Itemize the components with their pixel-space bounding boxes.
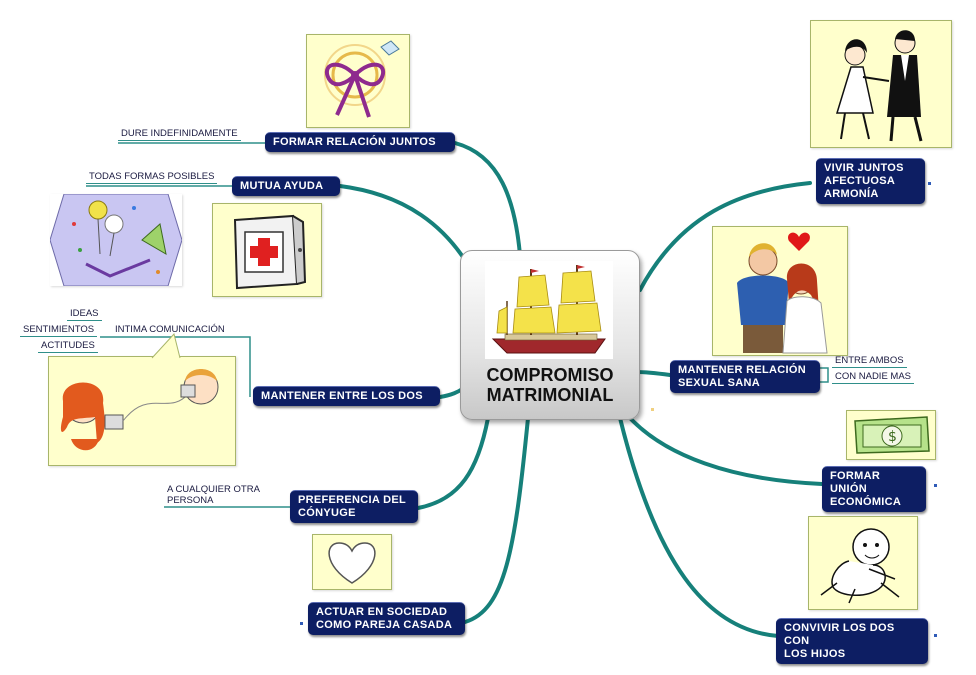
sailing-ship-image bbox=[485, 261, 613, 359]
node-actuar-sociedad[interactable]: ACTUAR EN SOCIEDAD COMO PAREJA CASADA bbox=[308, 602, 465, 635]
collapse-dot[interactable] bbox=[934, 634, 937, 637]
branch-mutua-ayuda bbox=[338, 184, 467, 262]
sub-label: DURE INDEFINIDAMENTE bbox=[121, 128, 238, 139]
node-preferencia-conyuge[interactable]: PREFERENCIA DEL CÓNYUGE bbox=[290, 490, 418, 523]
collapse-dot[interactable] bbox=[928, 182, 931, 185]
node-label-line2: COMO PAREJA CASADA bbox=[316, 619, 453, 631]
baby-crawling-image bbox=[808, 516, 918, 610]
decorative-dot bbox=[651, 408, 654, 411]
node-label-line2: SEXUAL SANA bbox=[678, 377, 760, 389]
sub-label-line2: PERSONA bbox=[167, 495, 214, 506]
sub-cualquier-persona[interactable]: A CUALQUIER OTRA PERSONA bbox=[164, 484, 263, 507]
node-label-line1: MANTENER RELACIÓN bbox=[678, 364, 806, 376]
node-mutua-ayuda[interactable]: MUTUA AYUDA bbox=[232, 176, 340, 196]
node-label-line2: CÓNYUGE bbox=[298, 507, 356, 519]
party-image bbox=[50, 194, 182, 286]
tin-can-phone-image bbox=[48, 356, 236, 466]
branch-formar-relacion bbox=[453, 141, 522, 257]
first-aid-kit-image bbox=[212, 203, 322, 297]
heart-image bbox=[312, 534, 392, 590]
node-label-line3: ARMONÍA bbox=[824, 188, 879, 200]
node-label-line2: ECONÓMICA bbox=[830, 496, 902, 508]
collapse-dot[interactable] bbox=[934, 484, 937, 487]
node-label: FORMAR RELACIÓN JUNTOS bbox=[273, 136, 436, 148]
node-union-economica[interactable]: FORMAR UNIÓN ECONÓMICA bbox=[822, 466, 926, 512]
central-title-line1: COMPROMISO bbox=[486, 365, 614, 385]
branch-actuar bbox=[463, 416, 530, 624]
sub-label: INTIMA COMUNICACIÓN bbox=[115, 324, 225, 335]
node-label-line1: PREFERENCIA DEL bbox=[298, 494, 406, 506]
node-convivir-hijos[interactable]: CONVIVIR LOS DOS CON LOS HIJOS bbox=[776, 618, 928, 664]
node-label-line1: ACTUAR EN SOCIEDAD bbox=[316, 606, 448, 618]
node-label-line2: AFECTUOSA bbox=[824, 175, 896, 187]
sub-con-nadie-mas[interactable]: CON NADIE MAS bbox=[832, 371, 915, 384]
sub-label: ACTITUDES bbox=[41, 340, 95, 351]
sub-label: TODAS FORMAS POSIBLES bbox=[89, 171, 215, 182]
node-vivir-juntos[interactable]: VIVIR JUNTOS AFECTUOSA ARMONÍA bbox=[816, 158, 925, 204]
couple-hug-image bbox=[712, 226, 848, 356]
svg-text:$: $ bbox=[888, 429, 897, 445]
node-label: MANTENER ENTRE LOS DOS bbox=[261, 390, 423, 402]
node-label-line1: VIVIR JUNTOS bbox=[824, 162, 904, 174]
money-bill-image: $ bbox=[846, 410, 936, 460]
branch-hijos bbox=[618, 416, 780, 638]
speech-bubble-pointer bbox=[151, 332, 181, 359]
node-mantener-entre[interactable]: MANTENER ENTRE LOS DOS bbox=[253, 386, 440, 406]
ribbon-bow-image bbox=[306, 34, 410, 128]
node-label-line2: LOS HIJOS bbox=[784, 648, 846, 660]
central-title-line2: MATRIMONIAL bbox=[486, 385, 614, 405]
node-label-line1: CONVIVIR LOS DOS CON bbox=[784, 622, 895, 647]
sub-dure-indefinidamente[interactable]: DURE INDEFINIDAMENTE bbox=[118, 128, 241, 141]
branch-preferencia bbox=[416, 416, 490, 510]
central-title: COMPROMISO MATRIMONIAL bbox=[461, 365, 639, 405]
sub-label: ENTRE AMBOS bbox=[835, 355, 904, 366]
sub-sentimientos[interactable]: SENTIMIENTOS bbox=[20, 324, 98, 337]
node-label: MUTUA AYUDA bbox=[240, 180, 324, 192]
sub-label: CON NADIE MAS bbox=[835, 371, 912, 382]
sub-actitudes[interactable]: ACTITUDES bbox=[38, 340, 98, 353]
sub-label-line1: A CUALQUIER OTRA bbox=[167, 484, 260, 495]
sub-intima-comunicacion[interactable]: INTIMA COMUNICACIÓN bbox=[112, 324, 228, 336]
node-label-line1: FORMAR UNIÓN bbox=[830, 470, 881, 495]
collapse-dot[interactable] bbox=[300, 622, 303, 625]
sub-ideas[interactable]: IDEAS bbox=[67, 308, 102, 321]
branch-sexual bbox=[634, 370, 672, 377]
couple-image bbox=[810, 20, 952, 148]
central-topic[interactable]: COMPROMISO MATRIMONIAL bbox=[460, 250, 640, 420]
sub-entre-ambos[interactable]: ENTRE AMBOS bbox=[832, 355, 907, 368]
sub-label: SENTIMIENTOS bbox=[23, 324, 95, 335]
node-formar-relacion[interactable]: FORMAR RELACIÓN JUNTOS bbox=[265, 132, 455, 152]
branch-vivir bbox=[638, 181, 812, 292]
sub-todas-formas[interactable]: TODAS FORMAS POSIBLES bbox=[86, 171, 218, 184]
branch-union bbox=[628, 416, 824, 486]
node-relacion-sexual[interactable]: MANTENER RELACIÓN SEXUAL SANA bbox=[670, 360, 820, 393]
sub-label: IDEAS bbox=[70, 308, 99, 319]
